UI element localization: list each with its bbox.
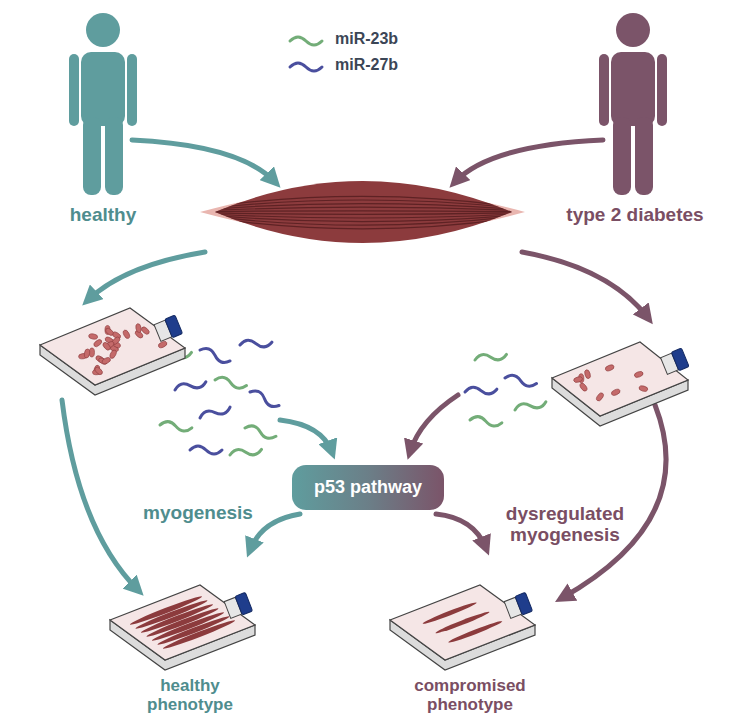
muscle — [200, 181, 525, 243]
cell — [94, 366, 104, 376]
person-figure — [69, 13, 137, 195]
muscle-striation — [210, 210, 515, 212]
cell — [88, 333, 98, 339]
mirna-strand — [248, 388, 280, 409]
person-head — [86, 13, 120, 47]
label-text: healthy — [70, 204, 137, 225]
figure-label: type 2 diabetes — [566, 204, 703, 225]
person-torso — [611, 52, 655, 126]
mirna-strand — [290, 63, 322, 71]
mirna-strand — [470, 416, 503, 427]
cell — [109, 349, 118, 359]
process-box: p53 pathway — [292, 465, 444, 510]
person-head — [616, 13, 650, 47]
legend-entry: miR-23b — [335, 30, 398, 48]
flask-top — [552, 342, 688, 416]
label-text: compromised phenotype — [414, 676, 525, 714]
flask-cap — [671, 348, 689, 371]
mirna-strand — [229, 446, 262, 459]
culture-flask — [552, 342, 689, 426]
flask-top — [40, 308, 185, 385]
flask-cap — [165, 315, 183, 338]
cell — [611, 388, 621, 396]
figure-label: healthy phenotype — [135, 676, 245, 714]
myotube — [448, 619, 504, 644]
person-leg — [83, 117, 101, 195]
person-leg — [635, 117, 653, 195]
mirna-strand — [190, 446, 222, 454]
figure-label: compromised phenotype — [405, 676, 535, 714]
mirna-strand — [244, 424, 277, 440]
culture-flask — [40, 308, 185, 395]
person-torso — [81, 52, 125, 126]
node-text: p53 pathway — [314, 477, 422, 497]
cell — [579, 382, 589, 392]
person-arm — [599, 54, 609, 126]
label-text: dysregulated myogenesis — [506, 503, 624, 545]
cell — [84, 349, 91, 359]
muscle-striation — [210, 207, 515, 210]
cell — [638, 385, 648, 392]
culture-flask — [110, 585, 255, 670]
cell — [104, 327, 114, 337]
muscle-striation — [210, 213, 515, 215]
figure-label: healthy — [70, 204, 137, 225]
flask-cap — [515, 592, 533, 615]
mirna-strand — [474, 351, 507, 364]
mirna-strand — [290, 37, 322, 45]
myotube — [162, 618, 236, 651]
flask-top — [390, 585, 535, 660]
mirna-strand — [174, 378, 207, 394]
figure-label: myogenesis — [143, 502, 253, 523]
legend-text: miR-27b — [335, 56, 398, 73]
myotube — [157, 614, 231, 647]
legend-entry: miR-27b — [335, 56, 398, 74]
cell — [595, 392, 604, 402]
mirna-strand — [465, 385, 498, 396]
mirna-strand — [504, 374, 537, 387]
mirna-strand — [514, 398, 547, 414]
cell — [584, 369, 592, 379]
mirna-strand — [199, 403, 232, 421]
flask-top — [110, 585, 255, 660]
legend-text: miR-23b — [335, 30, 398, 47]
flask-cap — [235, 592, 253, 615]
cell — [102, 341, 112, 351]
muscle-striation — [210, 218, 515, 229]
person-arm — [657, 54, 667, 126]
cell — [157, 340, 167, 349]
label-text: healthy phenotype — [147, 676, 233, 714]
cell — [634, 370, 644, 378]
cell — [93, 338, 103, 348]
mirna-strand — [199, 346, 232, 364]
mirna-strand — [214, 376, 247, 389]
label-text: myogenesis — [143, 502, 253, 523]
figure-label: dysregulated myogenesis — [498, 503, 633, 545]
label-text: type 2 diabetes — [566, 204, 703, 225]
person-leg — [613, 117, 631, 195]
cell — [573, 376, 583, 383]
culture-flask — [390, 585, 535, 670]
mirna-strand — [240, 338, 273, 349]
cell — [122, 329, 131, 339]
cell — [135, 323, 142, 333]
cell — [605, 364, 615, 372]
person-figure — [599, 13, 667, 195]
person-arm — [69, 54, 79, 126]
person-leg — [105, 117, 123, 195]
person-arm — [127, 54, 137, 126]
cell — [101, 356, 111, 365]
muscle-striation — [210, 196, 515, 206]
mirna-strand — [160, 421, 193, 432]
muscle-striation — [210, 214, 515, 218]
